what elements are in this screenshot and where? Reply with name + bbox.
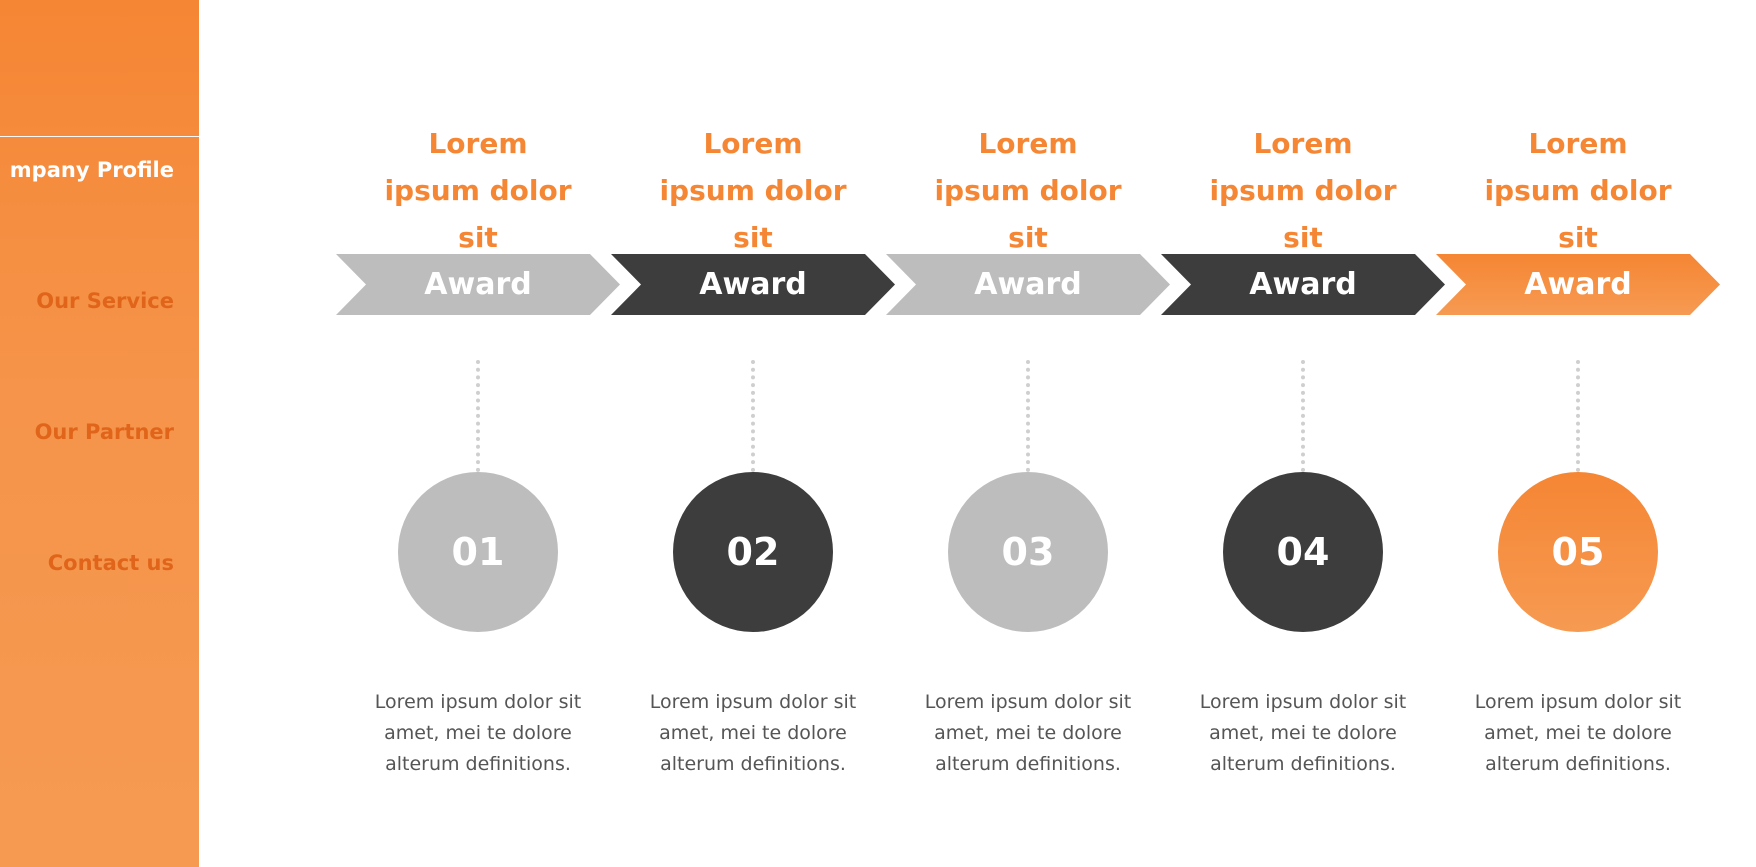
step-number-circle: 03 xyxy=(948,472,1108,632)
dotted-connector xyxy=(1301,360,1305,472)
timeline-step-2: Lorem ipsum dolor sit Award 02 Lorem ips… xyxy=(611,0,895,867)
award-label: Award xyxy=(424,267,532,302)
step-description-line: Lorem ipsum dolor sit xyxy=(374,691,582,713)
step-heading-line: ipsum dolor xyxy=(934,174,1122,207)
step-description: Lorem ipsum dolor sit amet, mei te dolor… xyxy=(886,687,1170,780)
step-description-line: alterum definitions. xyxy=(660,753,846,775)
step-description-line: Lorem ipsum dolor sit xyxy=(1199,691,1407,713)
step-heading-line: sit xyxy=(733,221,773,254)
dotted-connector xyxy=(1026,360,1030,472)
step-heading: Lorem ipsum dolor sit xyxy=(1436,120,1720,261)
sidebar: mpany Profile Our Service Our Partner Co… xyxy=(0,0,199,867)
step-description: Lorem ipsum dolor sit amet, mei te dolor… xyxy=(1436,687,1720,780)
dotted-connector xyxy=(476,360,480,472)
step-heading-line: Lorem xyxy=(978,127,1078,160)
award-chevron: Award xyxy=(611,254,895,315)
step-heading-line: sit xyxy=(1558,221,1598,254)
timeline-step-4: Lorem ipsum dolor sit Award 04 Lorem ips… xyxy=(1161,0,1445,867)
step-heading-line: sit xyxy=(1008,221,1048,254)
step-description-line: amet, mei te dolore xyxy=(384,722,572,744)
step-heading: Lorem ipsum dolor sit xyxy=(336,120,620,261)
step-heading-line: sit xyxy=(1283,221,1323,254)
nav-item-company-profile[interactable]: mpany Profile xyxy=(9,158,174,182)
step-heading-line: ipsum dolor xyxy=(1484,174,1672,207)
award-label: Award xyxy=(699,267,807,302)
timeline-step-1: Lorem ipsum dolor sit Award 01 Lorem ips… xyxy=(336,0,620,867)
nav-item-our-service[interactable]: Our Service xyxy=(36,289,174,313)
step-description: Lorem ipsum dolor sit amet, mei te dolor… xyxy=(336,687,620,780)
step-description-line: alterum definitions. xyxy=(935,753,1121,775)
timeline-step-5: Lorem ipsum dolor sit Award 05 Lorem ips… xyxy=(1436,0,1720,867)
step-heading-line: sit xyxy=(458,221,498,254)
step-description-line: amet, mei te dolore xyxy=(934,722,1122,744)
step-description-line: Lorem ipsum dolor sit xyxy=(924,691,1132,713)
step-heading-line: Lorem xyxy=(703,127,803,160)
step-heading-line: Lorem xyxy=(428,127,528,160)
step-heading-line: Lorem xyxy=(1528,127,1628,160)
step-description-line: amet, mei te dolore xyxy=(1209,722,1397,744)
award-label: Award xyxy=(974,267,1082,302)
dotted-connector xyxy=(751,360,755,472)
step-description: Lorem ipsum dolor sit amet, mei te dolor… xyxy=(611,687,895,780)
step-description-line: Lorem ipsum dolor sit xyxy=(1474,691,1682,713)
timeline-step-3: Lorem ipsum dolor sit Award 03 Lorem ips… xyxy=(886,0,1170,867)
step-description-line: amet, mei te dolore xyxy=(659,722,847,744)
step-heading: Lorem ipsum dolor sit xyxy=(1161,120,1445,261)
step-heading-line: Lorem xyxy=(1253,127,1353,160)
step-heading: Lorem ipsum dolor sit xyxy=(611,120,895,261)
nav-item-contact-us[interactable]: Contact us xyxy=(47,551,174,575)
step-description-line: amet, mei te dolore xyxy=(1484,722,1672,744)
award-label: Award xyxy=(1524,267,1632,302)
step-number-circle: 04 xyxy=(1223,472,1383,632)
award-chevron: Award xyxy=(1436,254,1720,315)
step-heading: Lorem ipsum dolor sit xyxy=(886,120,1170,261)
sidebar-divider xyxy=(0,136,199,137)
step-number-circle: 01 xyxy=(398,472,558,632)
step-description: Lorem ipsum dolor sit amet, mei te dolor… xyxy=(1161,687,1445,780)
nav-item-our-partner[interactable]: Our Partner xyxy=(34,420,174,444)
step-number-circle: 05 xyxy=(1498,472,1658,632)
step-description-line: Lorem ipsum dolor sit xyxy=(649,691,857,713)
award-chevron: Award xyxy=(1161,254,1445,315)
step-heading-line: ipsum dolor xyxy=(659,174,847,207)
award-label: Award xyxy=(1249,267,1357,302)
award-chevron: Award xyxy=(336,254,620,315)
step-heading-line: ipsum dolor xyxy=(1209,174,1397,207)
step-description-line: alterum definitions. xyxy=(1485,753,1671,775)
step-description-line: alterum definitions. xyxy=(1210,753,1396,775)
step-description-line: alterum definitions. xyxy=(385,753,571,775)
step-number-circle: 02 xyxy=(673,472,833,632)
award-chevron: Award xyxy=(886,254,1170,315)
dotted-connector xyxy=(1576,360,1580,472)
step-heading-line: ipsum dolor xyxy=(384,174,572,207)
